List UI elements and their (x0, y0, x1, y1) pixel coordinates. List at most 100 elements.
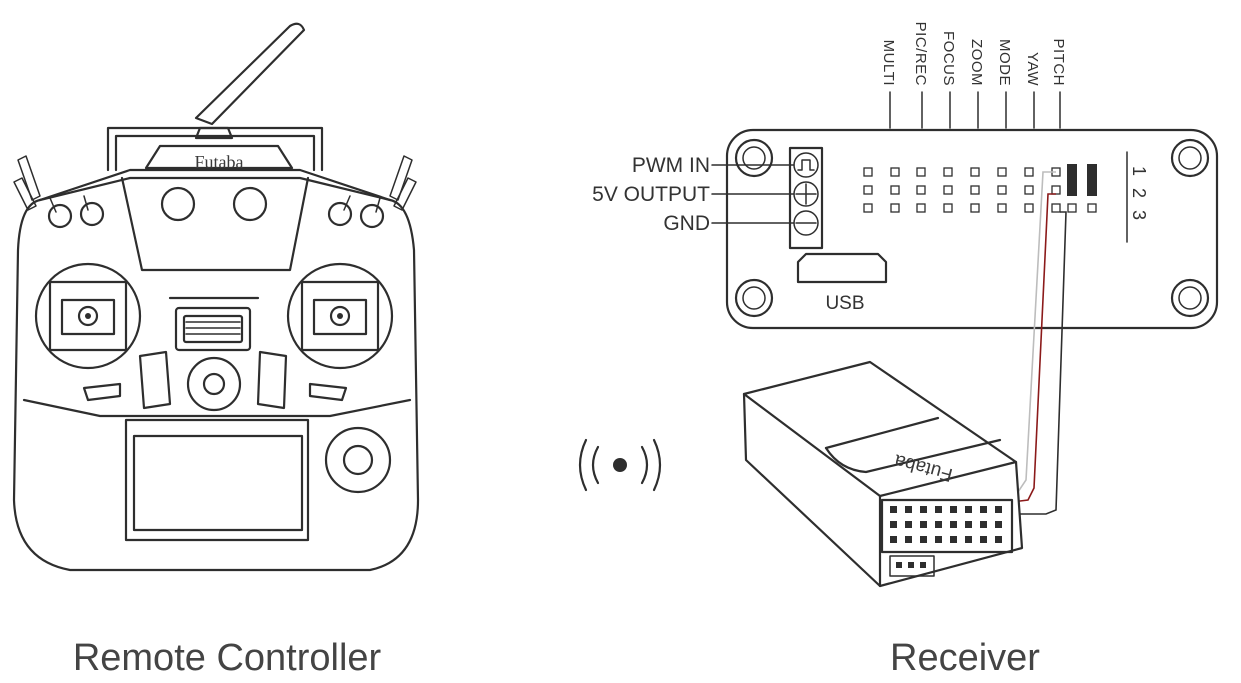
port-label-gnd: GND (663, 212, 710, 235)
channel-labels: MULTI PIC/REC FOCUS ZOOM MODE YAW PITCH (880, 22, 1067, 87)
port-label-5v-output: 5V OUTPUT (592, 183, 710, 206)
antenna-icon (194, 22, 306, 140)
right-trim-button[interactable] (308, 382, 348, 402)
control-board (711, 91, 1219, 330)
header-pin (863, 167, 873, 177)
lcd-frame (124, 418, 310, 542)
center-dial-inner (202, 372, 226, 396)
ch-label-mode: MODE (996, 39, 1013, 86)
row-number-3: 3 (1129, 210, 1149, 220)
receiver-pin (965, 506, 972, 513)
receiver-pin (950, 521, 957, 528)
receiver-pin (890, 506, 897, 513)
mount-hole-bottom-left (734, 278, 774, 318)
header-pin (916, 167, 926, 177)
caption-receiver: Receiver (890, 637, 1040, 679)
row-number-2: 2 (1129, 188, 1149, 198)
usb-port-icon (796, 252, 888, 284)
receiver-pin (920, 536, 927, 543)
header-pin (863, 203, 873, 213)
header-pin (1051, 185, 1061, 195)
ch-label-pic-rec: PIC/REC (912, 22, 929, 86)
top-center-panel (120, 176, 310, 272)
left-slider[interactable] (138, 350, 172, 410)
ground-wire-black (1012, 211, 1067, 515)
carry-handle (106, 126, 324, 172)
right-knob[interactable] (232, 186, 268, 222)
receiver-pin (980, 506, 987, 513)
receiver-pin (995, 536, 1002, 543)
receiver-box (742, 360, 1024, 588)
jumper-cap (1087, 164, 1097, 196)
header-pin (890, 203, 900, 213)
mount-hole-bottom-right (1170, 278, 1210, 318)
power-wire-red (1011, 193, 1056, 503)
receiver-pin (980, 536, 987, 543)
header-pin (1087, 203, 1097, 213)
header-pin (890, 167, 900, 177)
receiver-pin (920, 521, 927, 528)
right-stick-gimbal[interactable] (286, 262, 394, 370)
receiver-pin (905, 521, 912, 528)
ch-label-multi: MULTI (880, 40, 897, 86)
center-dial[interactable] (186, 356, 242, 412)
row-number-1: 1 (1129, 166, 1149, 176)
power-connector (788, 146, 824, 250)
ch-label-focus: FOCUS (940, 31, 957, 86)
header-pin (1051, 203, 1061, 213)
jog-dial[interactable] (324, 426, 392, 494)
left-toggle-switches[interactable] (13, 155, 105, 229)
header-pin (1024, 185, 1034, 195)
header-pin (916, 203, 926, 213)
remote-body (12, 168, 420, 572)
receiver-pin (905, 506, 912, 513)
jog-dial-center (342, 444, 374, 476)
header-pin (943, 203, 953, 213)
receiver-pin-block (880, 498, 1014, 554)
left-trim-button[interactable] (82, 382, 122, 402)
center-scroll-wheel[interactable] (174, 306, 252, 352)
left-knob[interactable] (160, 186, 196, 222)
receiver-pin (935, 506, 942, 513)
remote-brand-label: Futaba (195, 152, 244, 172)
receiver-pin (950, 506, 957, 513)
header-pin (997, 167, 1007, 177)
header-pin (943, 167, 953, 177)
remote-controller: Futaba (12, 22, 420, 572)
receiver-pin (890, 521, 897, 528)
ch-label-zoom: ZOOM (968, 39, 985, 86)
radio-waves-icon (578, 438, 662, 492)
body-top-edge (38, 176, 392, 202)
receiver-pin (905, 536, 912, 543)
receiver-pin (980, 521, 987, 528)
header-pin (943, 185, 953, 195)
receiver-pin (995, 521, 1002, 528)
caption-remote-controller: Remote Controller (73, 637, 382, 679)
receiver-pin (935, 536, 942, 543)
header-pin (863, 185, 873, 195)
header-pin (997, 203, 1007, 213)
ch-label-pitch: PITCH (1050, 39, 1067, 87)
header-pin (970, 167, 980, 177)
receiver-bind-pins (896, 562, 926, 568)
receiver-pin (935, 521, 942, 528)
header-pin (970, 203, 980, 213)
lower-panel-edge (22, 398, 412, 418)
pin-header-grid (863, 164, 1097, 213)
header-pin (1067, 203, 1077, 213)
left-stick-gimbal[interactable] (34, 262, 142, 370)
header-pin (1024, 203, 1034, 213)
header-pin (970, 185, 980, 195)
usb-label: USB (825, 293, 864, 314)
receiver-pin (890, 536, 897, 543)
port-leader-lines (711, 164, 795, 224)
header-pin (997, 185, 1007, 195)
receiver-pin (995, 506, 1002, 513)
receiver-pin-grid (890, 506, 1002, 543)
header-pin (1024, 167, 1034, 177)
header-pin (890, 185, 900, 195)
right-slider[interactable] (256, 350, 288, 410)
ch-label-yaw: YAW (1024, 52, 1041, 86)
right-toggle-switches[interactable] (327, 155, 417, 229)
